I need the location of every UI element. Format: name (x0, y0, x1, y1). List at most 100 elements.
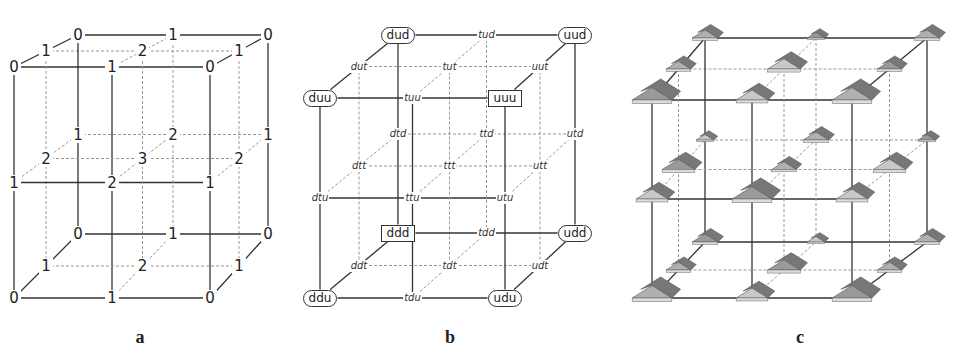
edge-label: tdu (403, 292, 422, 304)
grid-line (505, 134, 575, 198)
edge-label: tdd (477, 227, 496, 239)
edge-label: dut (350, 61, 369, 73)
lattice-number: 0 (71, 27, 85, 43)
lattice-number: 1 (105, 59, 119, 75)
prism-figure (832, 79, 880, 104)
corner-box: uuu (488, 90, 523, 107)
lattice-label: ttd (478, 128, 494, 140)
edge-label: uut (531, 61, 550, 73)
lattice-number: 1 (232, 258, 246, 274)
prism-figure (666, 257, 696, 272)
lattice-number: 0 (203, 59, 217, 75)
prism-figure (666, 56, 696, 71)
prism-figure (877, 257, 907, 272)
corner-label: duu (309, 91, 332, 105)
edge-label: utd (566, 128, 585, 140)
lattice-label: tdt (441, 260, 457, 272)
corner-label: uud (564, 28, 587, 42)
prism-figure (732, 178, 780, 203)
grid-line (210, 234, 268, 298)
corner-ellipse: dud (381, 27, 416, 44)
prism-figure (914, 228, 945, 244)
lattice-number: 2 (136, 43, 150, 59)
prism-figure (914, 24, 945, 40)
lattice-number: 1 (7, 175, 21, 191)
lattice-number: 0 (203, 290, 217, 306)
prism-figure (692, 228, 723, 244)
cube-edge (331, 44, 388, 90)
lattice-number: 0 (7, 59, 21, 75)
corner-label: ddd (387, 226, 410, 240)
lattice-number: 0 (261, 27, 275, 43)
edge-label: ddt (350, 260, 369, 272)
grid-line (413, 134, 487, 198)
grid-line (210, 135, 268, 183)
edge-label: dtd (389, 128, 408, 140)
prism-figure (632, 79, 680, 104)
lattice-number: 2 (232, 151, 246, 167)
lattice-number: 1 (39, 258, 53, 274)
prism-figure (696, 131, 717, 142)
lattice-label: ttt (443, 160, 457, 172)
lattice-number: 3 (136, 151, 150, 167)
lattice-number: 0 (71, 226, 85, 242)
prism-figure (736, 83, 775, 103)
prism-figure (807, 29, 828, 40)
lattice-number: 2 (166, 127, 180, 143)
lattice-label: utt (532, 160, 548, 172)
lattice-label: tut (441, 61, 457, 73)
edge-label: dtu (311, 192, 330, 204)
prism-figure (662, 152, 702, 172)
lattice-number: 1 (261, 127, 275, 143)
prism-figure (836, 182, 875, 202)
cube-edge (514, 242, 566, 290)
prism-figure (772, 156, 802, 171)
corner-ellipse: udd (558, 225, 593, 242)
edge-label: udt (531, 260, 550, 272)
cube-edge (514, 44, 565, 90)
grid-line (112, 135, 173, 183)
panel-caption: a (136, 327, 145, 347)
corner-ellipse: ddu (303, 290, 338, 307)
lattice-number: 1 (39, 43, 53, 59)
lattice-number: 1 (105, 290, 119, 306)
prism-figure (768, 253, 808, 273)
prism-figure (736, 281, 775, 301)
prism-figure (803, 126, 834, 142)
corner-label: udd (564, 226, 587, 240)
corner-box: ddd (381, 225, 416, 242)
lattice-number: 1 (166, 27, 180, 43)
corner-label: dud (387, 28, 410, 42)
corner-ellipse: udu (488, 290, 523, 307)
cube-edge (330, 242, 388, 290)
prism-figure (807, 233, 828, 244)
lattice-number: 0 (7, 290, 21, 306)
prism-figure (877, 56, 907, 71)
lattice-number: 1 (166, 226, 180, 242)
corner-label: ddu (309, 291, 332, 305)
prism-figure (918, 131, 939, 142)
corner-label: udu (494, 291, 517, 305)
edge-label: tud (477, 29, 496, 41)
edge-label: utu (496, 192, 515, 204)
prism-figure (632, 277, 680, 302)
prism-figure (768, 52, 808, 72)
prism-figure (873, 152, 913, 172)
lattice-number: 1 (232, 43, 246, 59)
panel-caption: b (445, 327, 455, 347)
lattice-number: 2 (39, 151, 53, 167)
prism-figure (692, 24, 723, 40)
corner-ellipse: duu (303, 90, 338, 107)
panel-caption: c (796, 327, 804, 347)
lattice-number: 2 (136, 258, 150, 274)
corner-ellipse: uud (558, 27, 593, 44)
lattice-number: 1 (71, 127, 85, 143)
prism-figure (832, 277, 880, 302)
lattice-number: 0 (261, 226, 275, 242)
lattice-label: dtt (351, 160, 367, 172)
lattice-number: 1 (203, 175, 217, 191)
corner-label: uuu (494, 91, 517, 105)
edge-label: tuu (403, 92, 422, 104)
lattice-label: ttu (404, 192, 420, 204)
prism-figure (636, 182, 675, 202)
